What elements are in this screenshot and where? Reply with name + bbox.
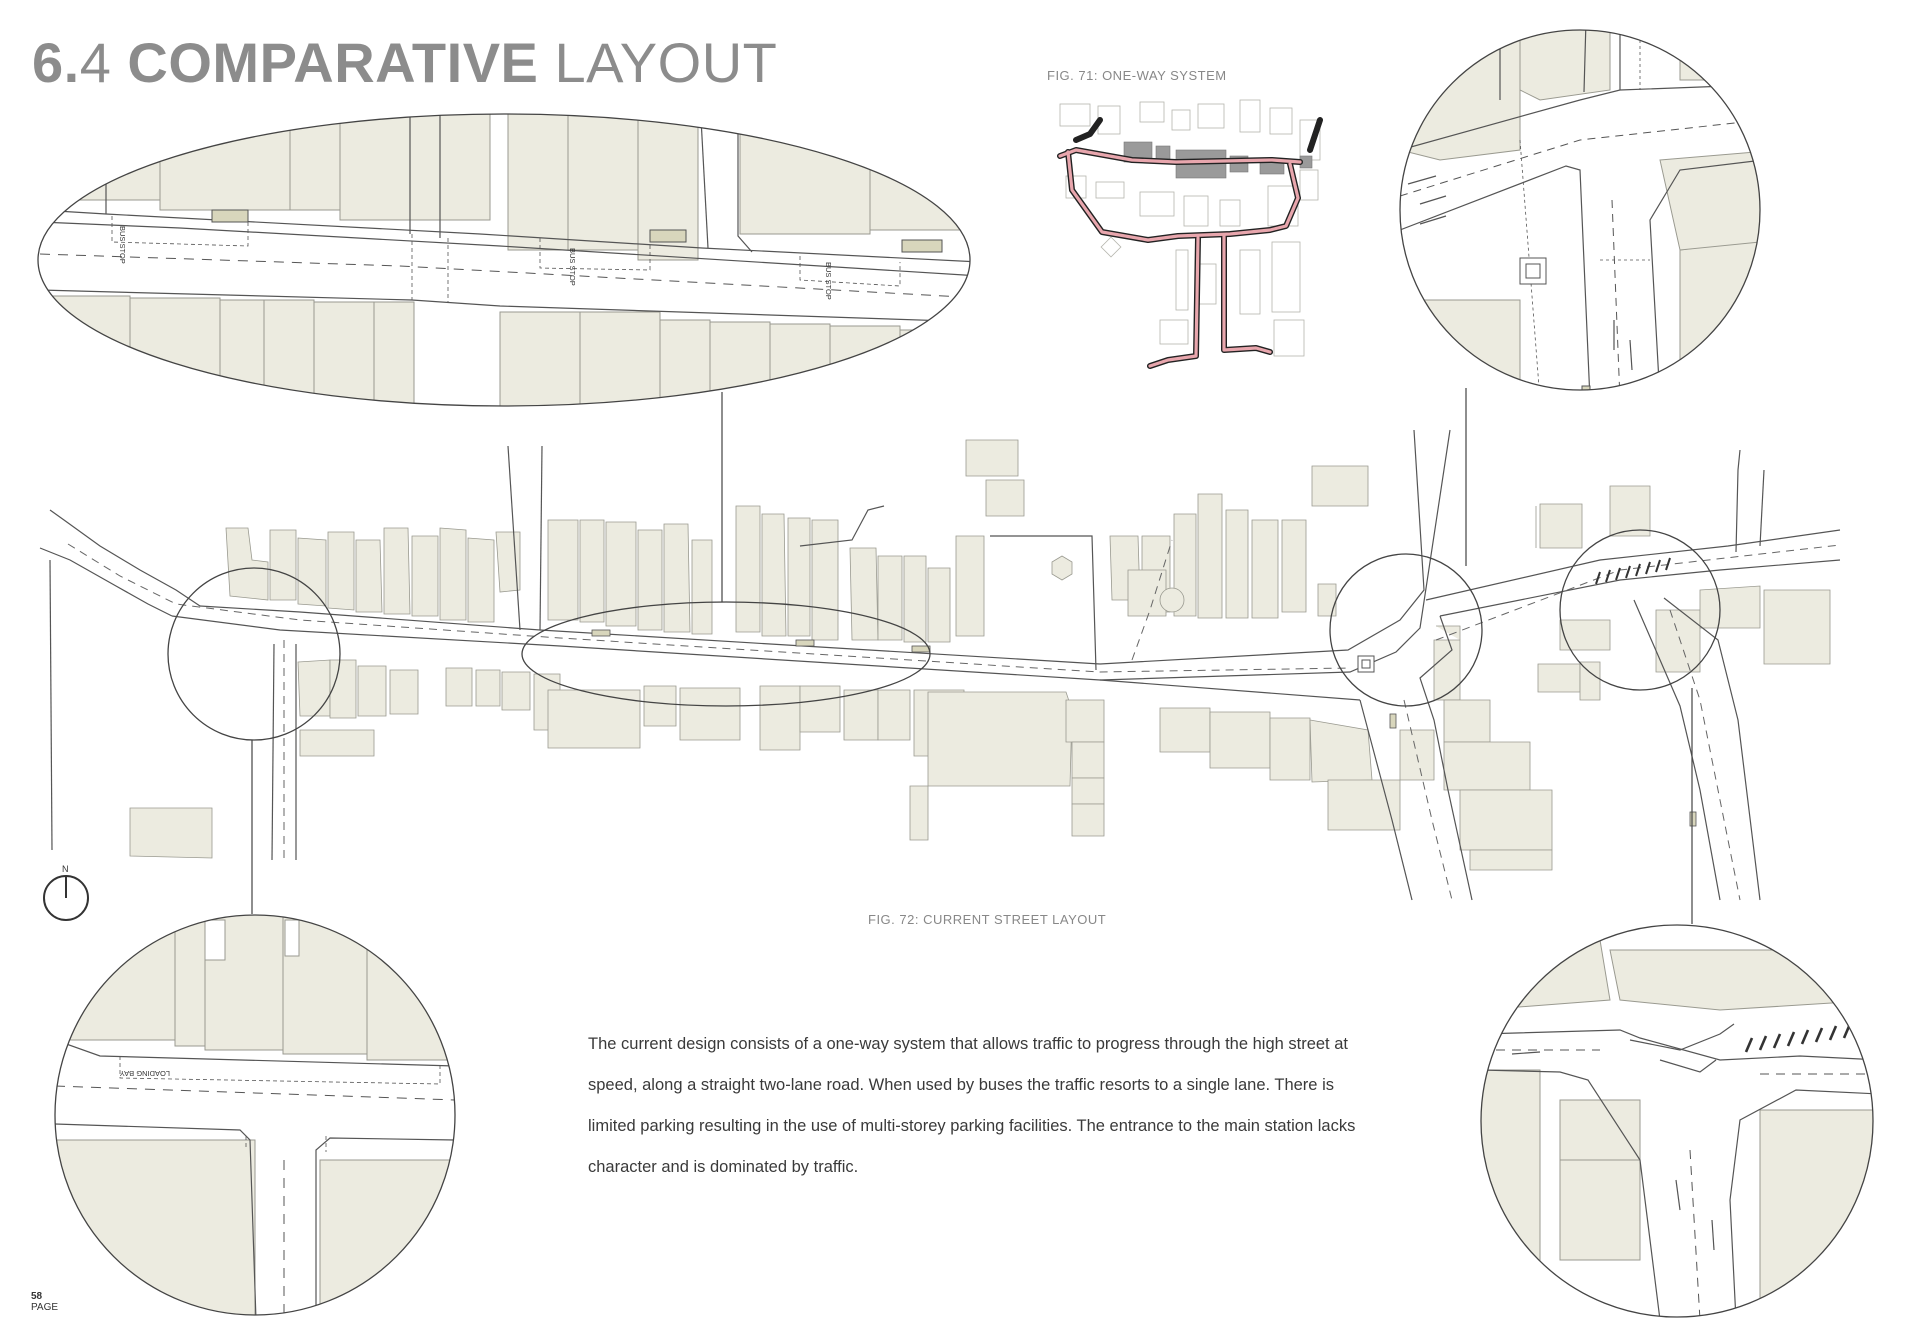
street-layout-main	[39, 388, 1841, 924]
station-entrance-detail	[1399, 29, 1761, 391]
page-number-label: PAGE	[31, 1302, 59, 1313]
north-compass-icon: N	[43, 864, 89, 921]
bus-stop-label: BUS STOP	[568, 248, 577, 286]
loading-bay-label: LOADING BAY	[120, 1069, 170, 1078]
bus-stop-label: BUS STOP	[824, 262, 833, 300]
loading-bay-detail: LOADING BAY	[54, 914, 456, 1316]
section-number-minor: 4	[79, 31, 112, 94]
fig71-caption: FIG. 71: ONE-WAY SYSTEM	[1047, 68, 1227, 83]
junction-detail	[1480, 924, 1874, 1318]
section-number-major: 6.	[32, 31, 80, 94]
one-way-system-map	[1048, 99, 1326, 372]
bus-stop-detail: BUS STOP BUS STOP BUS STOP	[37, 113, 971, 407]
page-title: 6.4 COMPARATIVE LAYOUT	[32, 30, 777, 95]
compass-north-label: N	[62, 864, 69, 874]
fig72-caption: FIG. 72: CURRENT STREET LAYOUT	[868, 912, 1107, 927]
title-bold: COMPARATIVE	[127, 31, 539, 94]
page-number-value: 58	[31, 1291, 43, 1302]
bus-stop-label: BUS STOP	[118, 226, 127, 264]
page-number: 58 PAGE	[31, 1291, 58, 1313]
description-paragraph: The current design consists of a one-way…	[588, 1035, 1356, 1176]
title-light: LAYOUT	[554, 31, 778, 94]
